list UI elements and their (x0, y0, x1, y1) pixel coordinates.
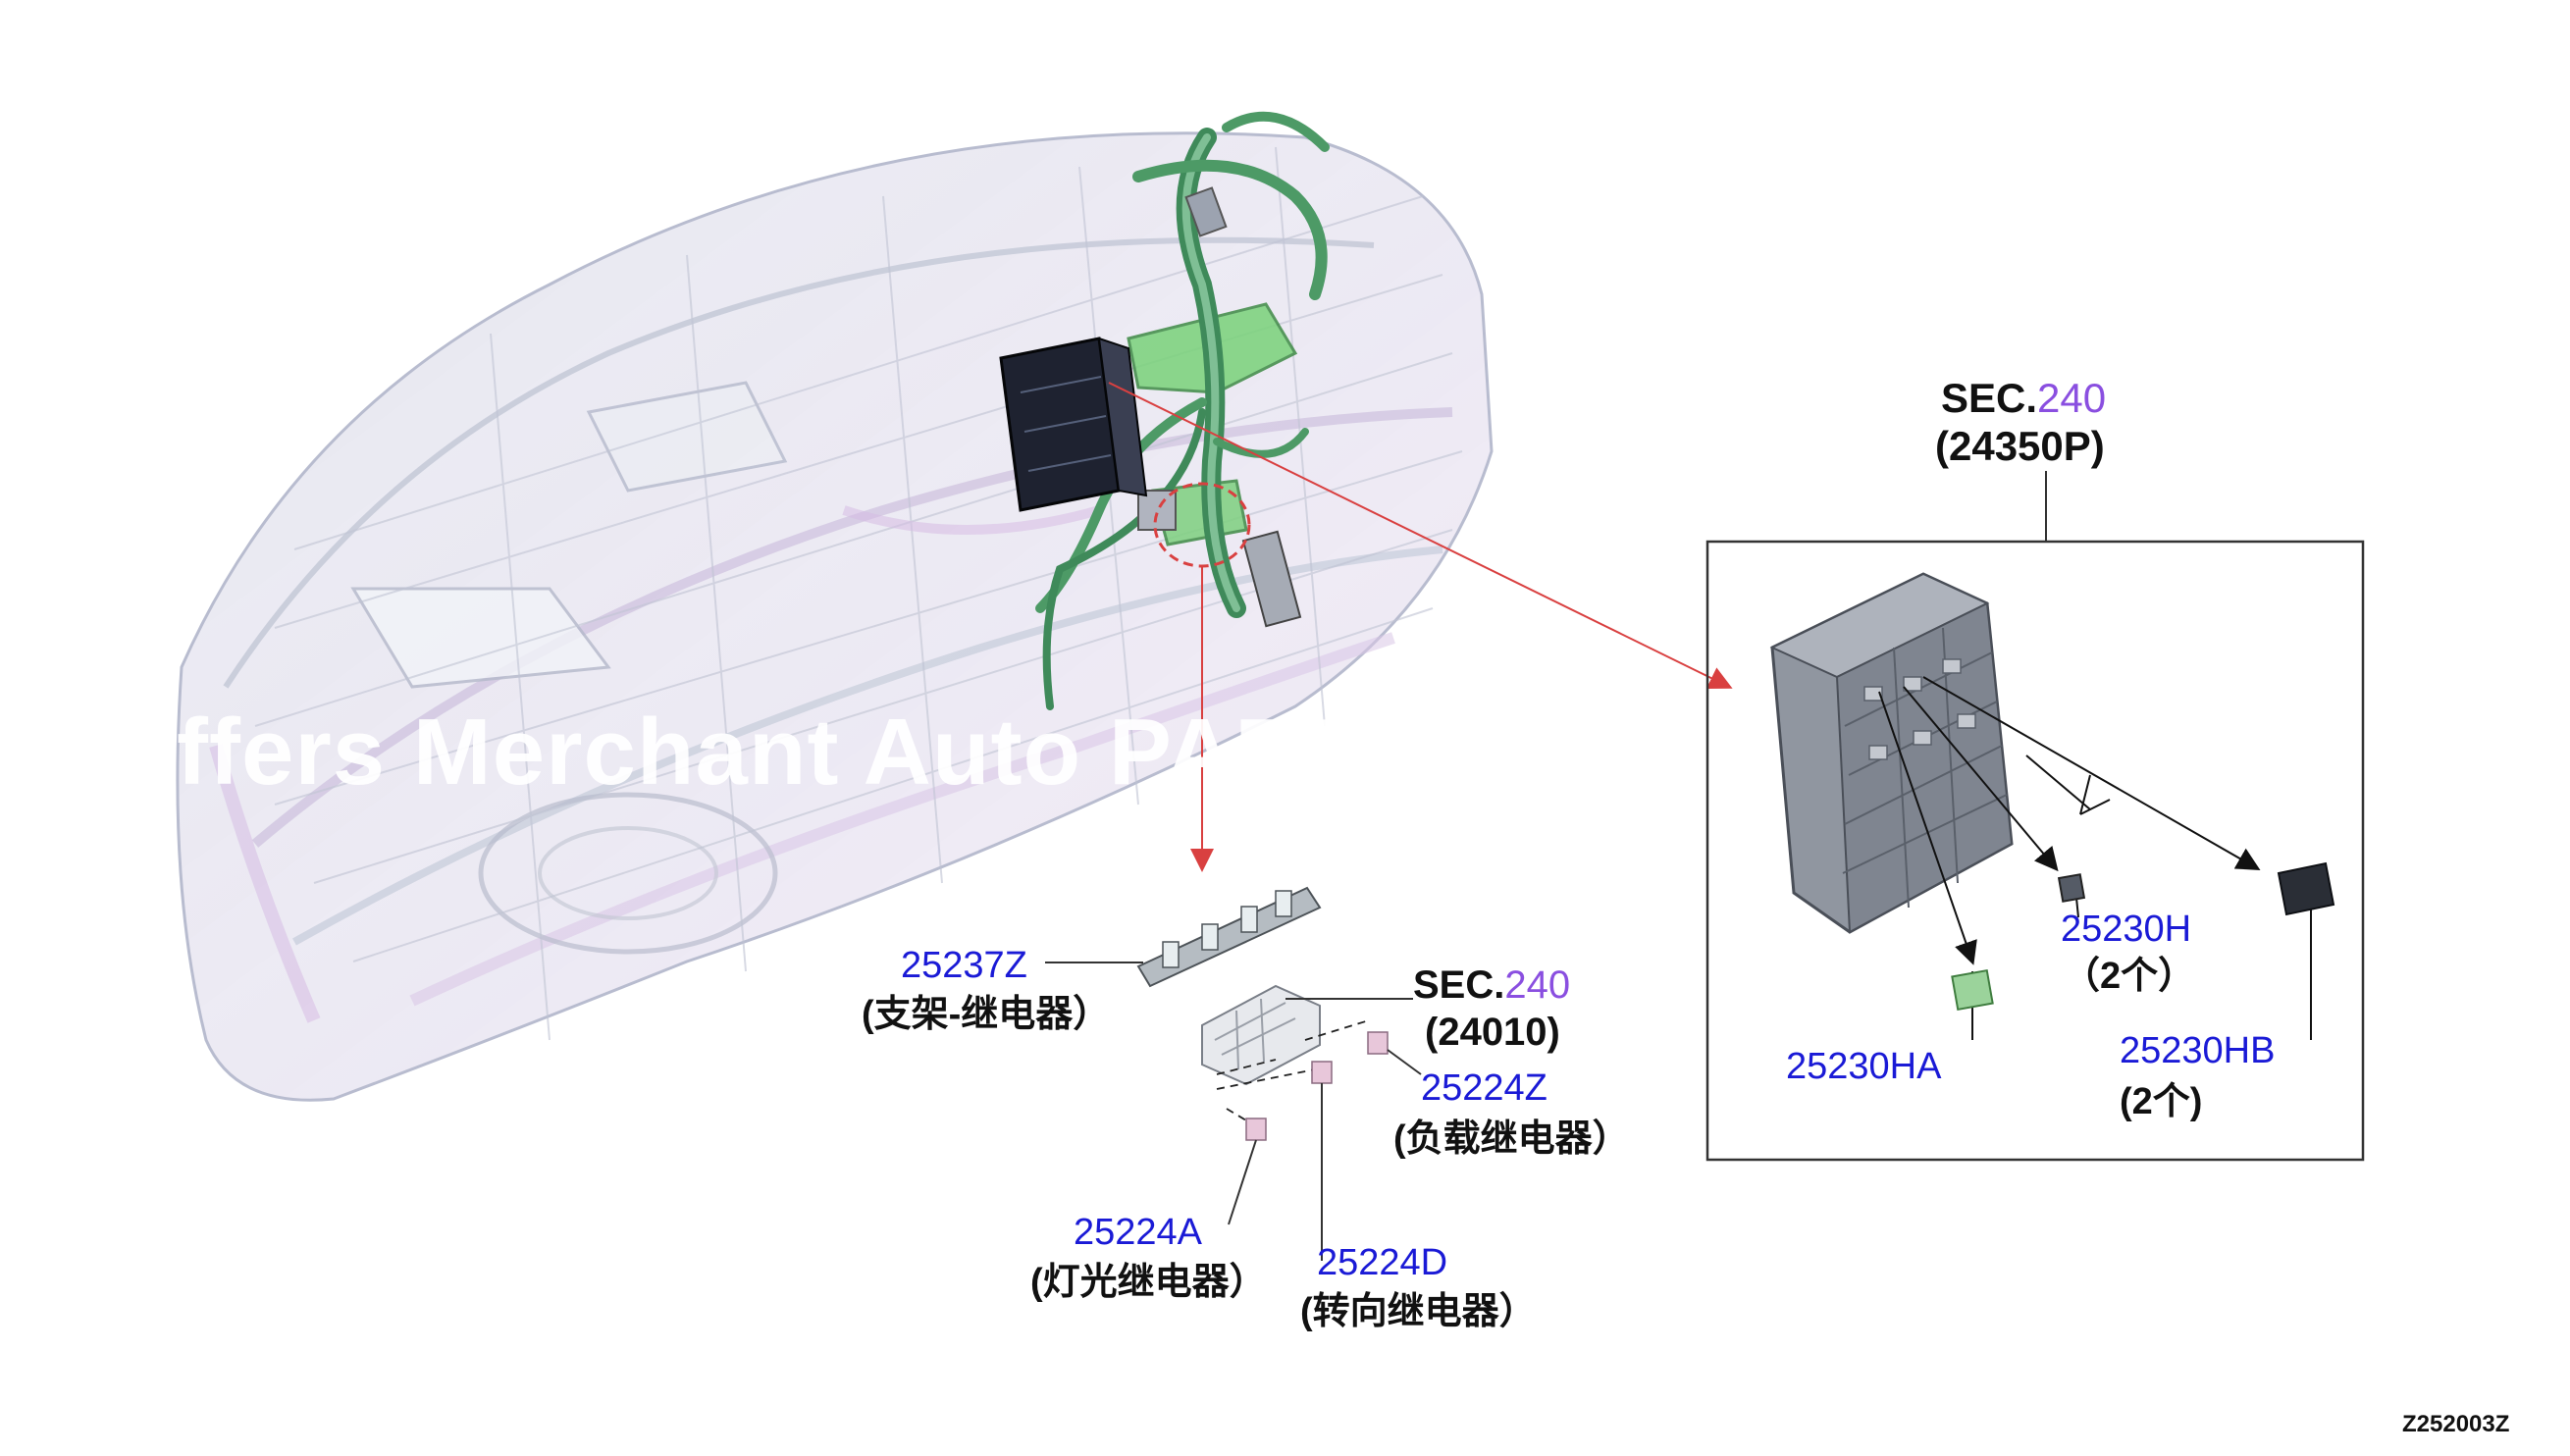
relay-25230h-icon (2057, 873, 2086, 903)
relay-25224d-icon (1311, 1061, 1333, 1084)
sec-label-24010: SEC.240 (1413, 963, 1571, 1007)
part-number-25230hb: 25230HB (2120, 1030, 2276, 1071)
part-desc-25230hb: (2个) (2120, 1081, 2203, 1122)
part-desc-25224z: (负载继电器） (1393, 1118, 1630, 1160)
relay-25224a-icon (1245, 1118, 1267, 1141)
wiring-harness-icon (1035, 111, 1330, 710)
figure-code: Z252003Z (2402, 1411, 2510, 1437)
sec-code-24010: (24010) (1425, 1011, 1560, 1054)
sec-code-24350p: (24350P) (1935, 423, 2105, 469)
relay-location-circle (1153, 482, 1251, 568)
part-number-25230ha: 25230HA (1786, 1046, 1942, 1087)
relay-cluster-leaders (1228, 1049, 1422, 1261)
part-number-25224z: 25224Z (1421, 1067, 1547, 1109)
part-desc-25224d: (转向继电器） (1300, 1291, 1537, 1332)
relay-25230hb-icon (2277, 861, 2335, 916)
relay-bracket-25237z-icon (1136, 886, 1322, 988)
part-number-25224a: 25224A (1074, 1212, 1203, 1253)
part-number-25224d: 25224D (1317, 1242, 1448, 1283)
detail-frame (1705, 540, 2365, 1162)
body-control-module-icon (999, 337, 1148, 512)
relay-25224z-icon (1367, 1031, 1389, 1055)
part-desc-25230h: （2个） (2063, 956, 2196, 997)
part-number-25230h: 25230H (2061, 909, 2192, 950)
fuse-block-leaders (1878, 676, 2312, 1040)
part-desc-25237z: (支架-继电器） (862, 994, 1111, 1035)
part-desc-25224a: (灯光继电器） (1030, 1262, 1267, 1303)
sec-label-24350p: SEC.240 (1941, 375, 2107, 421)
relay-dashed-guides (1216, 1019, 1370, 1124)
relay-25230ha-icon (1951, 968, 1994, 1012)
part-number-25237z: 25237Z (901, 945, 1027, 986)
relay-box-24010-icon (1201, 984, 1321, 1086)
pointer-arrow-right (1108, 382, 1733, 689)
watermark-text: ffers Merchant Auto PART (177, 700, 1363, 805)
fuse-relay-block-icon (1769, 572, 2014, 934)
